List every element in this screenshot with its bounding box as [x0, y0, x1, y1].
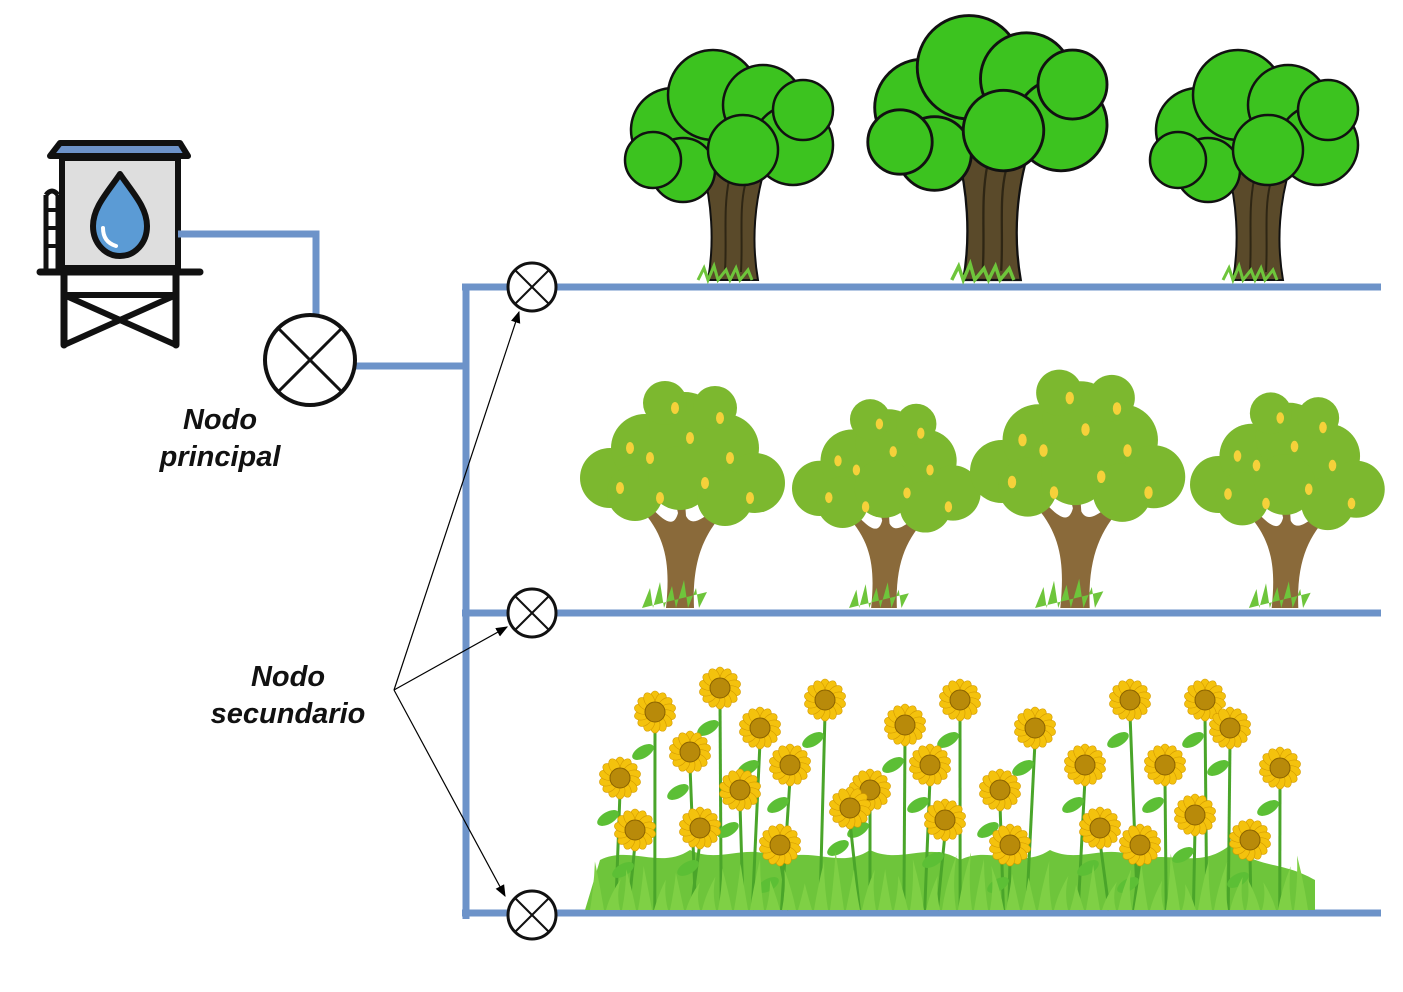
secondary-node-label: Nodo secundario [193, 659, 383, 733]
main-node-label-line2: principal [159, 441, 281, 473]
secondary-valve-icon [506, 889, 558, 941]
arrow-to-valve-1 [393, 310, 521, 691]
sunflower-icon [737, 706, 781, 911]
sunflower-icon [1207, 706, 1251, 911]
arrow-to-valve-3 [393, 689, 506, 898]
row-sunflowers [585, 666, 1315, 911]
sunflower-icon [1117, 823, 1161, 911]
sunflower-icon [632, 690, 676, 911]
fruit-tree-icon [792, 399, 981, 608]
sunflower-icon [827, 786, 871, 911]
row-trees [623, 14, 1360, 285]
sunflower-icon [1077, 806, 1121, 911]
main-node-label-line1: Nodo [182, 404, 258, 436]
sunflower-icon [907, 743, 951, 911]
sunflower-icon [697, 666, 741, 911]
sunflower-icon [612, 808, 656, 911]
main-pipe [178, 230, 320, 316]
arrow-to-valve-2 [393, 626, 509, 691]
oak-tree-icon [623, 48, 835, 285]
sunflower-icon [922, 798, 966, 911]
secondary-valve-icon [506, 587, 558, 639]
oak-tree-icon [1148, 48, 1360, 285]
sunflower-icon [1257, 746, 1301, 911]
water-drop-icon [90, 171, 150, 259]
fruit-tree-icon [970, 369, 1186, 608]
sunflower-icon [937, 678, 981, 911]
sunflower-icon [717, 768, 761, 911]
sunflower-icon [1142, 743, 1186, 911]
fruit-tree-icon [1190, 392, 1385, 608]
row-fruit-trees [580, 369, 1385, 608]
sunflower-icon [882, 703, 926, 911]
sunflower-icon [1062, 743, 1106, 911]
sunflower-icon [802, 678, 846, 911]
secondary-node-label-line1: Nodo [250, 661, 326, 693]
main-node-label: Nodo principal [140, 402, 300, 476]
secondary-valve-icon [506, 261, 558, 313]
sunflower-icon [677, 806, 721, 911]
secondary-node-arrows [393, 310, 521, 898]
sunflower-icon [1012, 706, 1056, 911]
fruit-tree-icon [580, 381, 785, 608]
sunflower-icon [757, 823, 801, 911]
sunflower-icon [1172, 793, 1216, 911]
main-valve-icon [263, 313, 357, 407]
pipe-network [178, 230, 1381, 919]
oak-tree-icon [866, 14, 1109, 285]
sunflower-icon [1227, 818, 1271, 911]
secondary-node-label-line2: secundario [210, 698, 366, 730]
sunflower-icon [977, 768, 1021, 911]
